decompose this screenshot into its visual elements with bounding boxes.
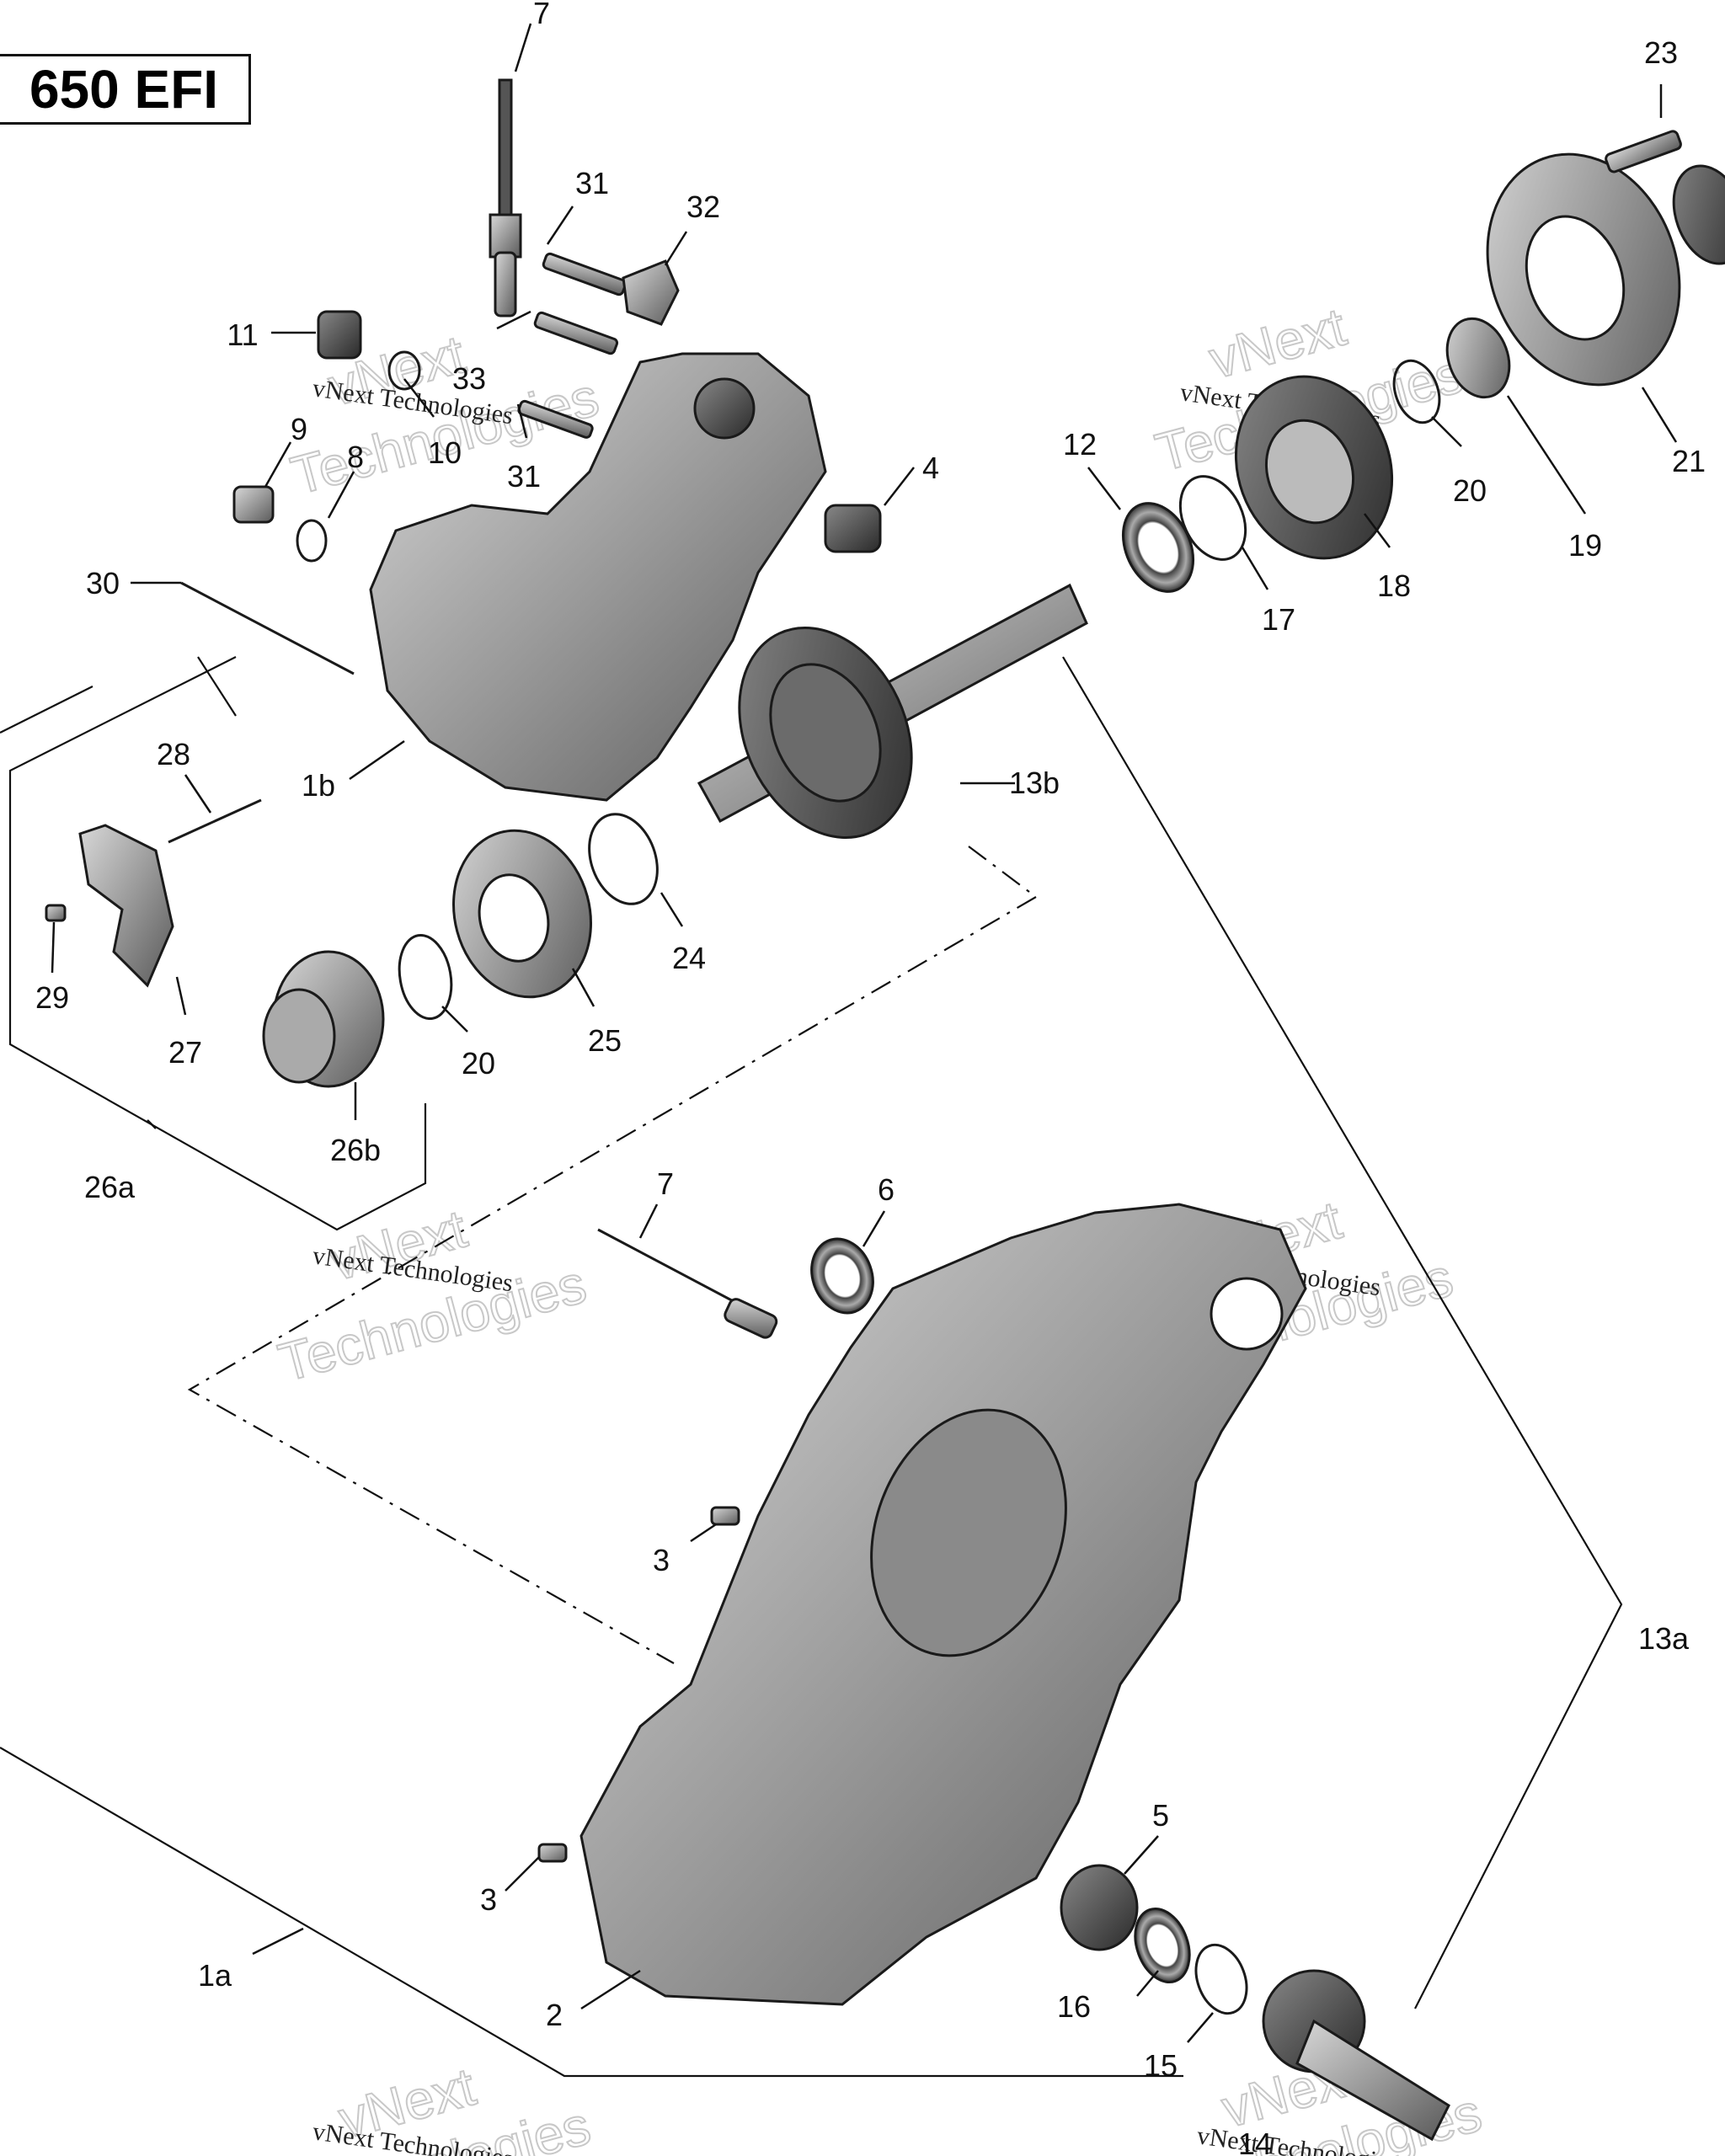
part-23-bolt: [1605, 130, 1682, 173]
part-20-oring-top: [1392, 359, 1441, 424]
bracket-26a: [8, 656, 427, 1231]
bracket-13a: [1062, 656, 1623, 2009]
leader-lines: [51, 23, 1678, 2043]
part-25-bearing: [452, 829, 592, 999]
part-8-oring: [296, 519, 328, 563]
part-6-seal: [810, 1237, 874, 1315]
part-9-plug: [232, 485, 275, 524]
callout-2: 2: [546, 1998, 563, 2032]
callout-6: 6: [878, 1172, 895, 1207]
part-20-oring-mid: [398, 933, 453, 1021]
callout-8: 8: [347, 440, 364, 474]
model-label-box: 650 EFI: [0, 54, 251, 125]
part-10-ring: [387, 350, 421, 391]
callout-14: 14: [1238, 2127, 1272, 2156]
callout-20-top: 20: [1453, 473, 1487, 508]
callout-1a: 1a: [198, 1958, 232, 1993]
model-label: 650 EFI: [29, 59, 219, 120]
callout-15: 15: [1144, 2048, 1178, 2083]
part-13b-shaft-gear: [697, 583, 1088, 839]
part-28-pin: [168, 798, 262, 844]
callout-23: 23: [1644, 35, 1678, 70]
part-15-washer: [1194, 1943, 1248, 2015]
bracket-1a: [0, 1747, 1183, 2078]
part-3-dowel-lower: [537, 1843, 568, 1863]
part-4-bushing: [824, 504, 882, 553]
part-29-pin: [45, 904, 67, 922]
part-seal-right: [1672, 164, 1725, 265]
part-32: [622, 259, 680, 326]
bracket-26a-top: [197, 656, 237, 717]
callout-32: 32: [686, 189, 720, 224]
callout-27: 27: [168, 1035, 202, 1070]
callout-16: 16: [1057, 1989, 1091, 2024]
callout-29: 29: [35, 980, 69, 1015]
callout-13a: 13a: [1638, 1621, 1690, 1656]
callout-13b: 13b: [1009, 766, 1060, 800]
callout-25: 25: [588, 1023, 622, 1058]
callout-21: 21: [1672, 444, 1706, 478]
part-11-plug: [317, 310, 362, 360]
assembly-guide-line: [187, 846, 1038, 1664]
part-1b-housing: [369, 352, 827, 802]
callout-11: 11: [227, 318, 258, 352]
part-21-cover: [1486, 152, 1681, 387]
part-17-ring: [1178, 475, 1247, 561]
callout-12: 12: [1063, 427, 1097, 462]
bracket-left-top: [0, 686, 93, 734]
callout-7-top: 7: [533, 0, 550, 30]
part-5-bushing: [1060, 1864, 1139, 1951]
callout-7-mid: 7: [657, 1166, 674, 1201]
callout-26a: 26a: [84, 1170, 136, 1204]
part-18-bearing: [1234, 375, 1394, 560]
part-26b-sleeve: [262, 950, 385, 1088]
callout-30: 30: [86, 566, 120, 600]
part-16-washer: [1134, 1907, 1191, 1984]
part-27-fork: [78, 824, 174, 988]
callout-5: 5: [1152, 1798, 1169, 1833]
callout-10: 10: [428, 435, 462, 470]
callout-33: 33: [452, 361, 486, 396]
part-12-washer: [1121, 502, 1195, 593]
callout-3-lower: 3: [480, 1882, 497, 1917]
callout-26b: 26b: [330, 1133, 381, 1167]
part-31-bolts: [517, 252, 628, 439]
callout-18: 18: [1377, 568, 1411, 603]
callout-31-top: 31: [575, 166, 609, 200]
callout-4: 4: [922, 451, 939, 485]
callout-9: 9: [291, 412, 307, 446]
part-24-oring: [588, 813, 659, 905]
part-19-sleeve: [1445, 317, 1511, 399]
callout-3-upper: 3: [653, 1543, 670, 1577]
callout-1b: 1b: [302, 768, 335, 803]
callout-20-mid: 20: [462, 1046, 495, 1081]
callout-19: 19: [1568, 528, 1602, 563]
callout-31-bottom: 31: [507, 459, 541, 494]
part-7-sensor-mid: [597, 1228, 778, 1339]
callout-labels: 7 23 31 32 11 33 10 9 8 31 4 12 20 19 21…: [35, 0, 1706, 2156]
callout-24: 24: [672, 941, 706, 975]
part-3-dowel-upper: [710, 1506, 740, 1526]
callout-28: 28: [157, 737, 190, 771]
callout-17: 17: [1262, 602, 1295, 637]
part-30-bolt: [180, 581, 355, 675]
part-7-sensor-top: [489, 78, 522, 318]
part-14-pinion: [1262, 1969, 1450, 2142]
